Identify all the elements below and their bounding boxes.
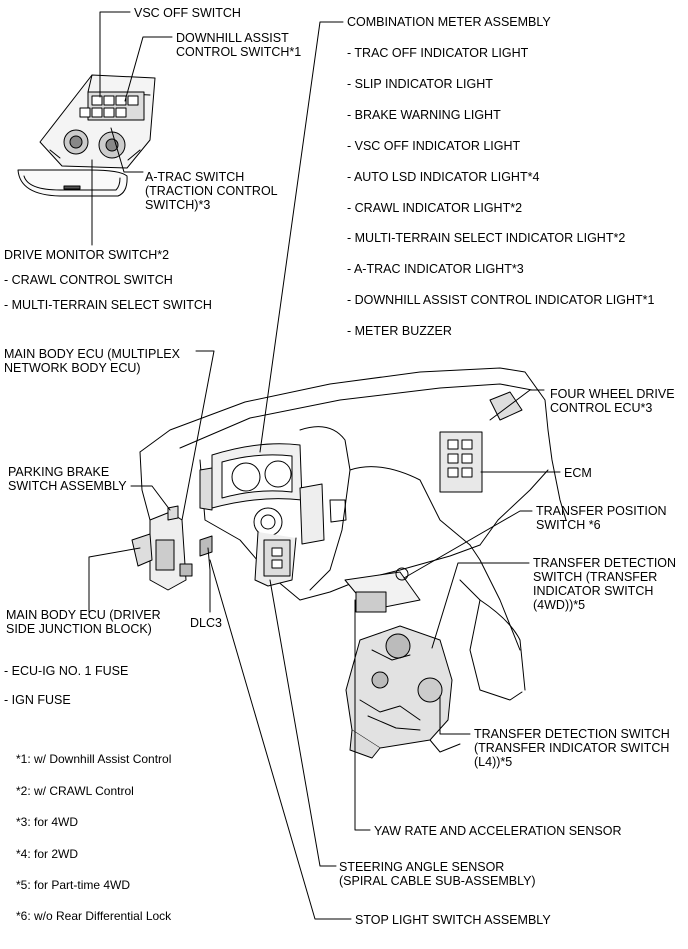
transfer-detection-switch-l4-label: TRANSFER DETECTION SWITCH (TRANSFER INDI… [474,727,670,769]
ecm-label: ECM [564,466,592,480]
transfer-position-switch-label: TRANSFER POSITION SWITCH *6 [536,504,667,532]
transfer-detection-switch-4wd-label: TRANSFER DETECTION SWITCH (TRANSFER INDI… [533,556,677,612]
four-wheel-drive-control-ecu-label: FOUR WHEEL DRIVE CONTROL ECU*3 [550,387,675,415]
footnote-1: *1: w/ Downhill Assist Control [16,752,172,766]
meter-item-meter-buzzer: - METER BUZZER [347,324,452,338]
footnote-2: *2: w/ CRAWL Control [16,784,134,798]
footnote-5: *5: for Part-time 4WD [16,878,131,892]
instrument-panel-illustration [131,367,567,759]
meter-item-brake-warning: - BRAKE WARNING LIGHT [347,108,501,122]
meter-item-auto-lsd: - AUTO LSD INDICATOR LIGHT*4 [347,170,540,184]
footnote-3: *3: for 4WD [16,815,79,829]
multi-terrain-select-switch-label: - MULTI-TERRAIN SELECT SWITCH [4,298,212,312]
meter-item-slip: - SLIP INDICATOR LIGHT [347,77,493,91]
dlc3-label: DLC3 [190,616,222,630]
parking-brake-switch-label: PARKING BRAKE SWITCH ASSEMBLY [8,465,127,493]
a-trac-switch-label: A-TRAC SWITCH (TRACTION CONTROL SWITCH)*… [145,170,278,212]
meter-item-trac-off: - TRAC OFF INDICATOR LIGHT [347,46,529,60]
main-body-ecu-multiplex-label: MAIN BODY ECU (MULTIPLEX NETWORK BODY EC… [4,347,180,375]
footnote-4: *4: for 2WD [16,847,79,861]
ecu-ig-no1-fuse-label: - ECU-IG NO. 1 FUSE [4,664,129,678]
combination-meter-assembly-label: COMBINATION METER ASSEMBLY [347,15,551,29]
stop-light-switch-label: STOP LIGHT SWITCH ASSEMBLY [355,913,551,927]
meter-item-multi-terrain: - MULTI-TERRAIN SELECT INDICATOR LIGHT*2 [347,231,626,245]
meter-item-a-trac: - A-TRAC INDICATOR LIGHT*3 [347,262,524,276]
meter-item-crawl: - CRAWL INDICATOR LIGHT*2 [347,201,523,215]
downhill-assist-control-switch-label: DOWNHILL ASSIST CONTROL SWITCH*1 [176,31,302,59]
overhead-console-illustration [17,74,156,197]
vsc-off-switch-label: VSC OFF SWITCH [134,6,241,20]
yaw-rate-sensor-label: YAW RATE AND ACCELERATION SENSOR [374,824,622,838]
meter-item-downhill-assist: - DOWNHILL ASSIST CONTROL INDICATOR LIGH… [347,293,655,307]
meter-item-vsc-off: - VSC OFF INDICATOR LIGHT [347,139,521,153]
ign-fuse-label: - IGN FUSE [4,693,71,707]
main-body-ecu-driver-side-label: MAIN BODY ECU (DRIVER SIDE JUNCTION BLOC… [6,608,161,636]
crawl-control-switch-label: - CRAWL CONTROL SWITCH [4,273,173,287]
leader-lines [88,11,561,920]
drive-monitor-switch-label: DRIVE MONITOR SWITCH*2 [4,248,170,262]
footnote-6: *6: w/o Rear Differential Lock [16,909,172,923]
steering-angle-sensor-label: STEERING ANGLE SENSOR (SPIRAL CABLE SUB-… [339,860,536,888]
